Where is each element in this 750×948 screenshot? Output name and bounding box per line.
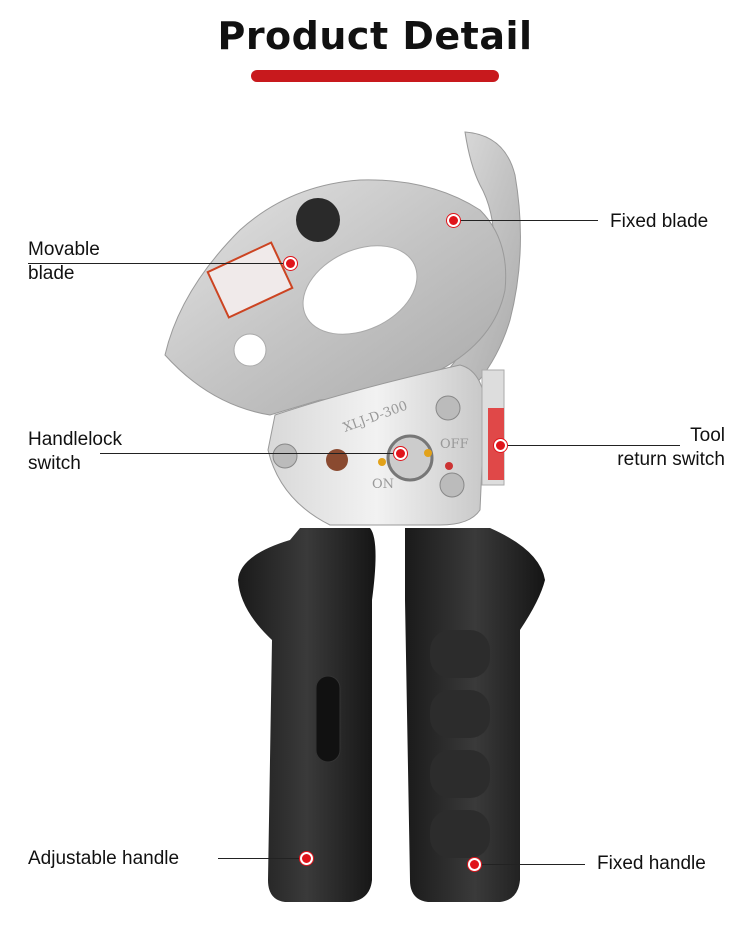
callout-label: return switch — [617, 449, 725, 470]
callout-fixed-blade: Fixed blade — [610, 211, 709, 232]
callout-tool-return-switch: Tool return switch — [617, 424, 725, 472]
callout-label: blade — [28, 263, 75, 284]
callout-line — [474, 864, 585, 865]
callout-line — [100, 453, 400, 454]
adjustable-handle-grip — [238, 528, 376, 902]
marker-dot — [394, 447, 407, 460]
callout-label: Tool — [690, 425, 725, 446]
page-title: Product Detail — [217, 14, 533, 58]
callout-line — [218, 858, 306, 859]
callout-fixed-handle: Fixed handle — [597, 853, 706, 874]
callout-line — [453, 220, 598, 221]
marker-dot — [447, 214, 460, 227]
marker-dot — [468, 858, 481, 871]
off-marking: OFF — [440, 437, 469, 452]
callout-handlelock-switch: Handlelock switch — [28, 428, 122, 476]
title-underline — [251, 70, 499, 82]
on-marking: ON — [372, 477, 394, 492]
callout-label: switch — [28, 453, 81, 474]
marker-dot — [284, 257, 297, 270]
callout-label: Handlelock — [28, 429, 122, 450]
callout-adjustable-handle: Adjustable handle — [28, 848, 180, 869]
marker-dot — [494, 439, 507, 452]
callout-movable-blade: Movable blade — [28, 238, 100, 286]
callout-line — [500, 445, 680, 446]
callout-line — [28, 263, 290, 264]
marker-dot — [300, 852, 313, 865]
callout-label: Movable — [28, 239, 100, 260]
